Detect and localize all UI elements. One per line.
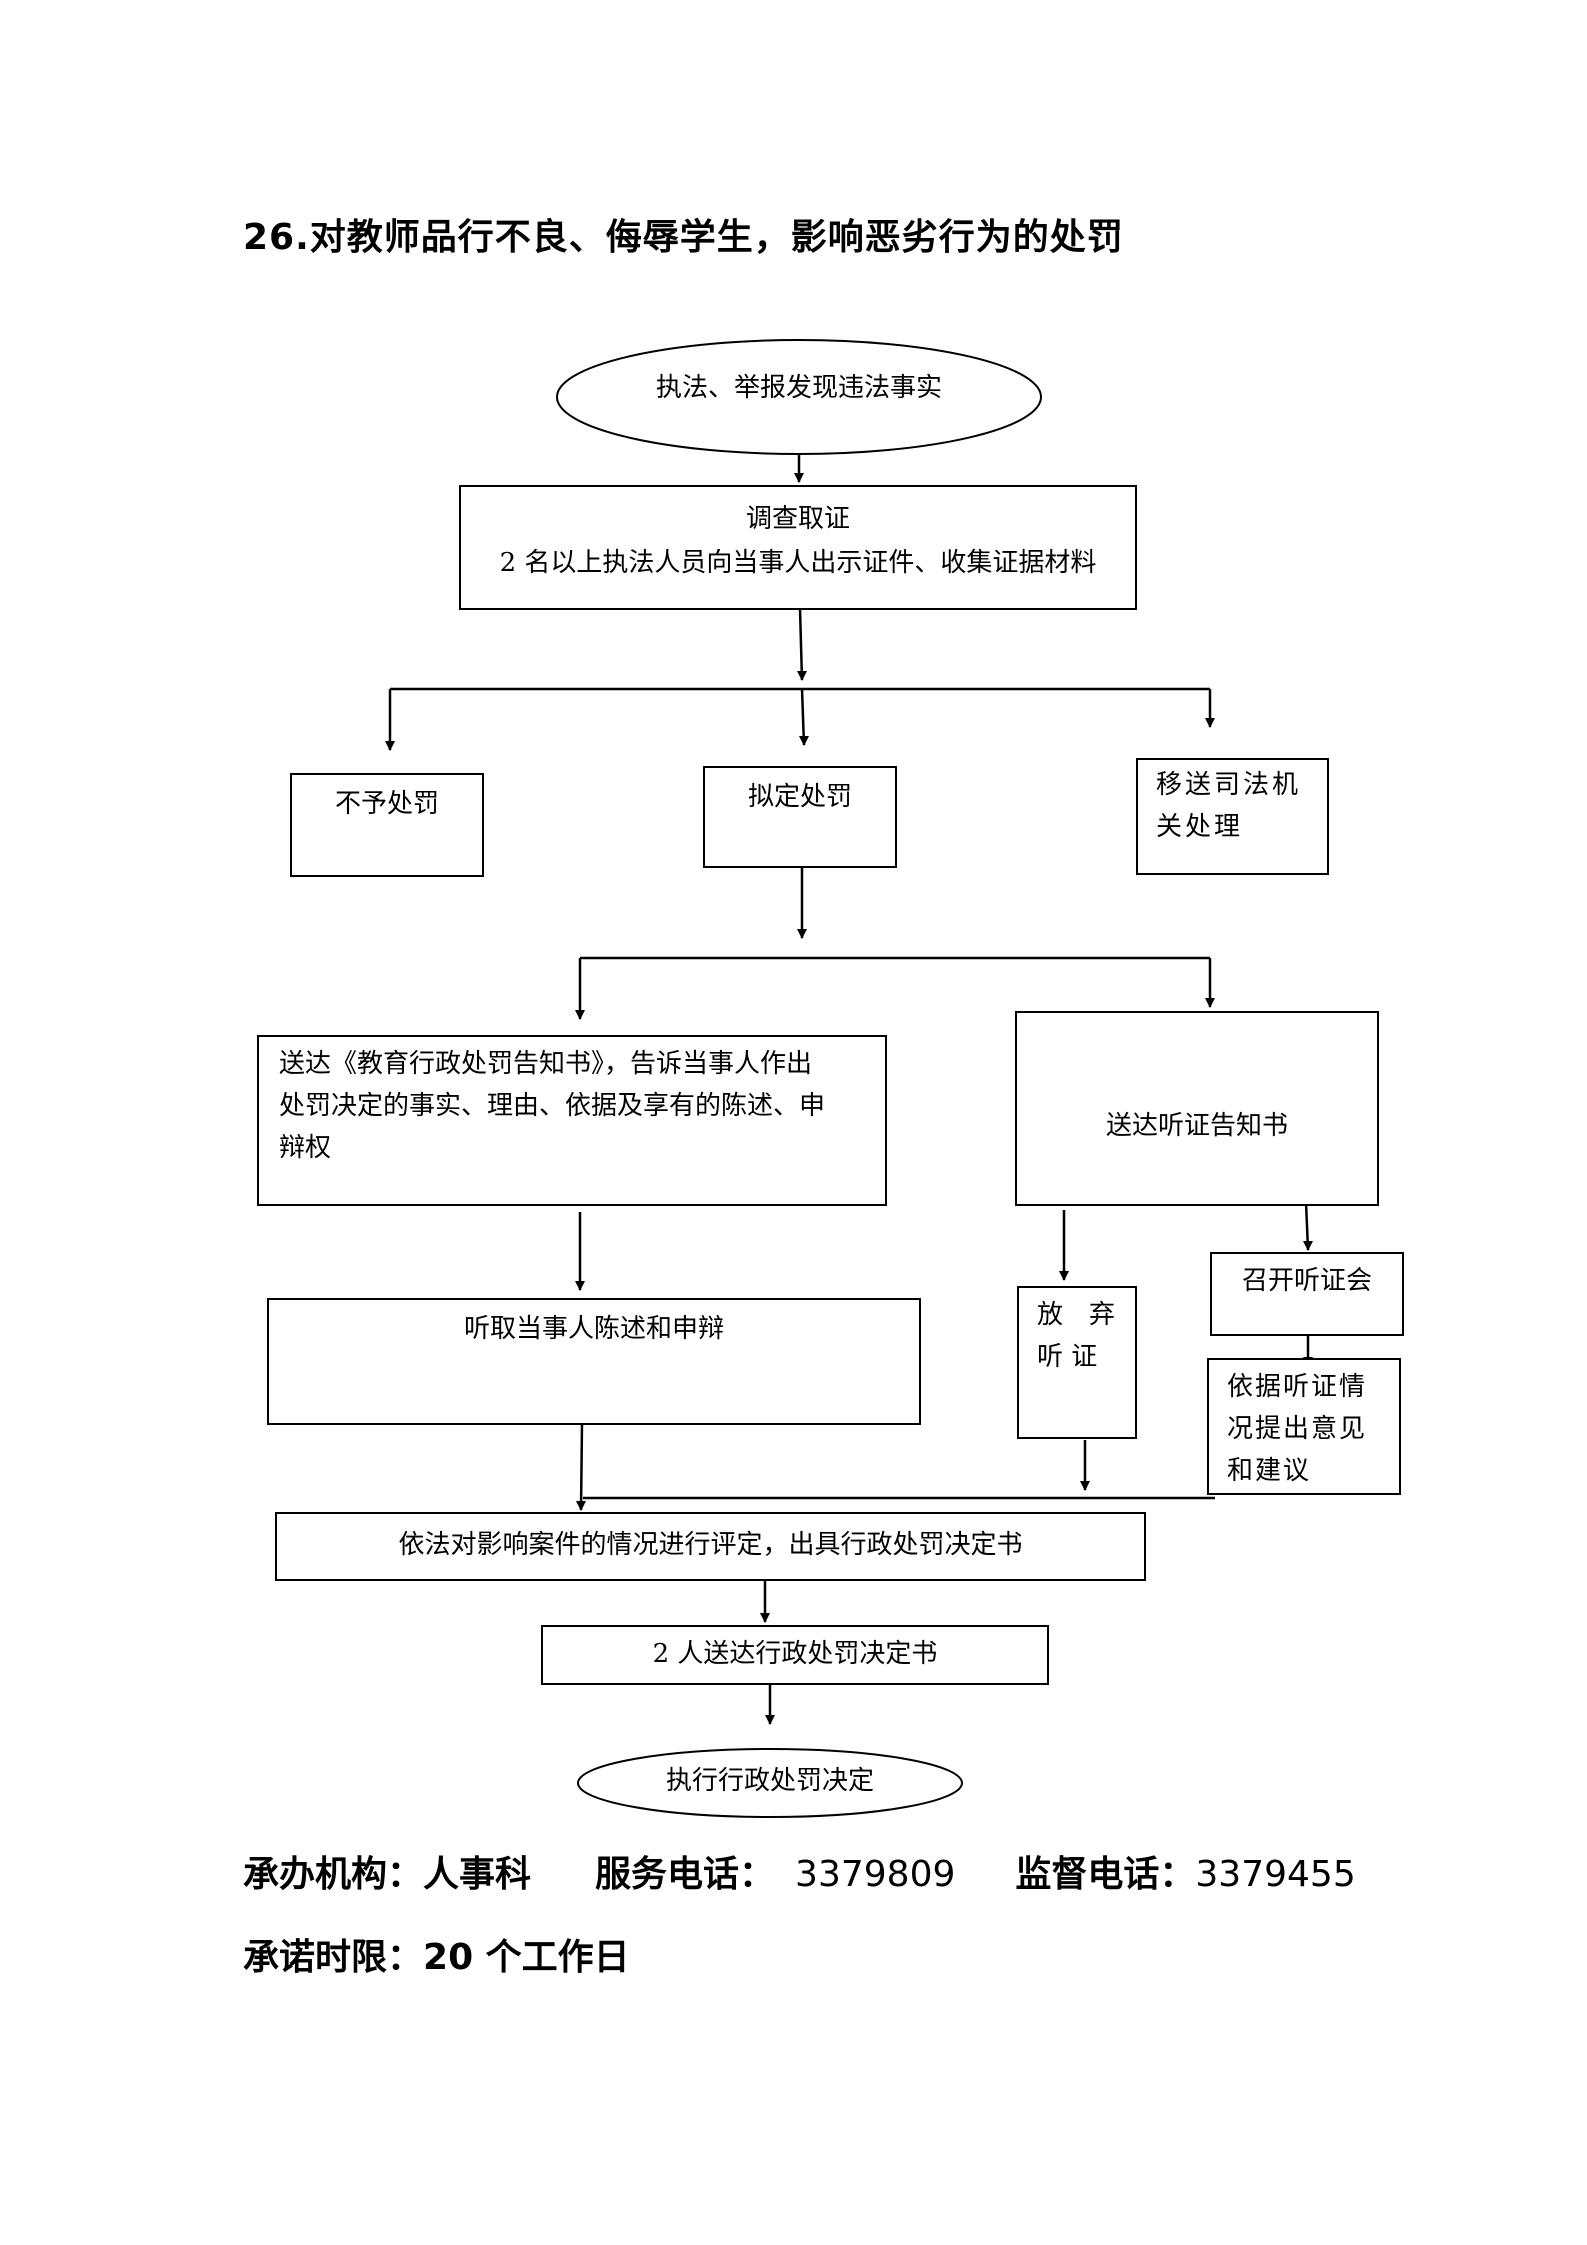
- supervision-phone-label: 监督电话：: [1015, 1854, 1196, 1895]
- propose-penalty-box: 拟定处罚: [703, 766, 897, 868]
- transfer-judicial-line2: 关处理: [1156, 812, 1244, 842]
- footer-contacts: 承办机构：人事科 服务电话： 3379809 监督电话：3379455: [243, 1845, 1356, 1897]
- investigate-detail: 2 名以上执法人员向当事人出示证件、收集证据材料: [499, 548, 1097, 578]
- waive-hearing-box: 放 弃 听 证: [1017, 1286, 1137, 1439]
- supervision-phone-value: 3379455: [1195, 1854, 1356, 1895]
- footer-time-limit: 承诺时限：20 个工作日: [243, 1928, 630, 1980]
- hearing-opinion-box: 依据听证情 况提出意见 和建议: [1207, 1358, 1401, 1495]
- hearing-opinion-line2: 况提出意见: [1227, 1414, 1368, 1444]
- listen-statement-box: 听取当事人陈述和申辩: [267, 1298, 921, 1425]
- start-node: 执法、举报发现违法事实: [557, 367, 1041, 427]
- time-limit-label: 承诺时限：: [243, 1937, 424, 1978]
- deliver-decision-box: 2 人送达行政处罚决定书: [541, 1625, 1049, 1685]
- agency-label: 承办机构：: [243, 1854, 424, 1895]
- end-node: 执行行政处罚决定: [578, 1760, 962, 1806]
- hold-hearing-box: 召开听证会: [1210, 1252, 1404, 1336]
- notice-penalty-line2: 处罚决定的事实、理由、依据及享有的陈述、申: [279, 1091, 826, 1121]
- service-phone-value: 3379809: [795, 1854, 956, 1895]
- arrow-to-hold-hearing: [1303, 1201, 1313, 1251]
- investigate-box: 调查取证 2 名以上执法人员向当事人出示证件、收集证据材料: [459, 485, 1137, 610]
- end-label: 执行行政处罚决定: [665, 1766, 874, 1796]
- waive-hearing-line2: 听 证: [1037, 1342, 1098, 1372]
- no-penalty-label: 不予处罚: [334, 789, 439, 819]
- waive-hearing-line1: 放 弃: [1037, 1300, 1116, 1330]
- notice-penalty-box: 送达《教育行政处罚告知书》，告诉当事人作出 处罚决定的事实、理由、依据及享有的陈…: [257, 1035, 887, 1206]
- deliver-decision-label: 2 人送达行政处罚决定书: [652, 1639, 938, 1669]
- service-phone-label: 服务电话：: [595, 1854, 776, 1895]
- start-label: 执法、举报发现违法事实: [655, 373, 942, 403]
- arrow-listen-to-decision: [576, 1423, 586, 1511]
- hearing-opinion-line3: 和建议: [1227, 1456, 1312, 1486]
- notice-penalty-line3: 辩权: [279, 1133, 332, 1163]
- propose-penalty-label: 拟定处罚: [747, 782, 852, 812]
- hold-hearing-label: 召开听证会: [1241, 1266, 1372, 1296]
- time-limit-value: 20 个工作日: [423, 1937, 630, 1978]
- end-ellipse: [577, 1748, 963, 1818]
- listen-statement-label: 听取当事人陈述和申辩: [463, 1314, 724, 1344]
- transfer-judicial-line1: 移送司法机: [1156, 770, 1302, 800]
- arrow-to-propose-penalty: [799, 688, 809, 746]
- decision-label: 依法对影响案件的情况进行评定，出具行政处罚决定书: [398, 1530, 1023, 1560]
- investigate-title: 调查取证: [745, 504, 850, 534]
- notice-hearing-box: 送达听证告知书: [1015, 1011, 1379, 1206]
- transfer-judicial-box: 移送司法机 关处理: [1136, 758, 1329, 875]
- no-penalty-box: 不予处罚: [290, 773, 484, 877]
- notice-penalty-line1: 送达《教育行政处罚告知书》，告诉当事人作出: [279, 1049, 813, 1079]
- page-title: 26.对教师品行不良、侮辱学生，影响恶劣行为的处罚: [243, 217, 1124, 258]
- hearing-opinion-line1: 依据听证情: [1227, 1372, 1368, 1402]
- arrow-investigate-to-branch: [797, 608, 807, 681]
- decision-box: 依法对影响案件的情况进行评定，出具行政处罚决定书: [275, 1512, 1146, 1581]
- agency-value: 人事科: [423, 1854, 532, 1895]
- notice-hearing-label: 送达听证告知书: [1105, 1111, 1288, 1141]
